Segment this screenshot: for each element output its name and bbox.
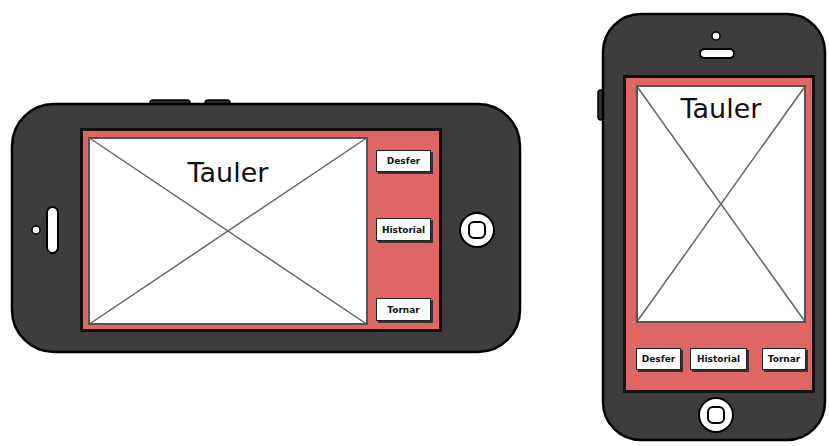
board-placeholder	[636, 85, 806, 323]
board-placeholder	[88, 137, 368, 325]
board-placeholder-box: Tauler	[88, 137, 368, 325]
speaker-slot	[700, 49, 734, 58]
home-button	[699, 398, 733, 432]
screen-panel	[83, 131, 439, 329]
camera-dot	[712, 32, 720, 40]
board-label: Tauler	[184, 157, 273, 188]
camera-dot	[32, 226, 40, 234]
home-icon	[469, 222, 485, 238]
board-label: Tauler	[677, 93, 766, 124]
placeholder-cross	[636, 85, 806, 323]
action-button: Desfer	[636, 348, 681, 370]
action-button: Tornar	[376, 298, 431, 321]
action-button: Desfer	[376, 150, 431, 172]
button-label: Desfer	[387, 156, 420, 166]
board-placeholder-box: Tauler	[636, 85, 806, 323]
speaker-slot	[47, 207, 58, 253]
placeholder-cross	[88, 137, 368, 325]
home-icon	[708, 407, 724, 423]
phone-body	[12, 104, 520, 352]
button-label: Tornar	[387, 305, 419, 315]
action-button: Tornar	[762, 348, 806, 370]
screen-panel	[626, 78, 812, 390]
phone-body	[603, 14, 825, 440]
button-label: Desfer	[642, 354, 675, 364]
placeholder-cross	[636, 85, 806, 323]
action-button: Historial	[376, 218, 431, 241]
placeholder-cross	[88, 137, 368, 325]
button-label: Historial	[382, 225, 425, 235]
screen-bezel	[623, 75, 815, 393]
button-label: Tornar	[768, 354, 800, 364]
screen-bezel	[80, 128, 442, 332]
button-label: Historial	[697, 354, 740, 364]
action-button: Historial	[690, 348, 747, 370]
home-button	[460, 213, 494, 247]
